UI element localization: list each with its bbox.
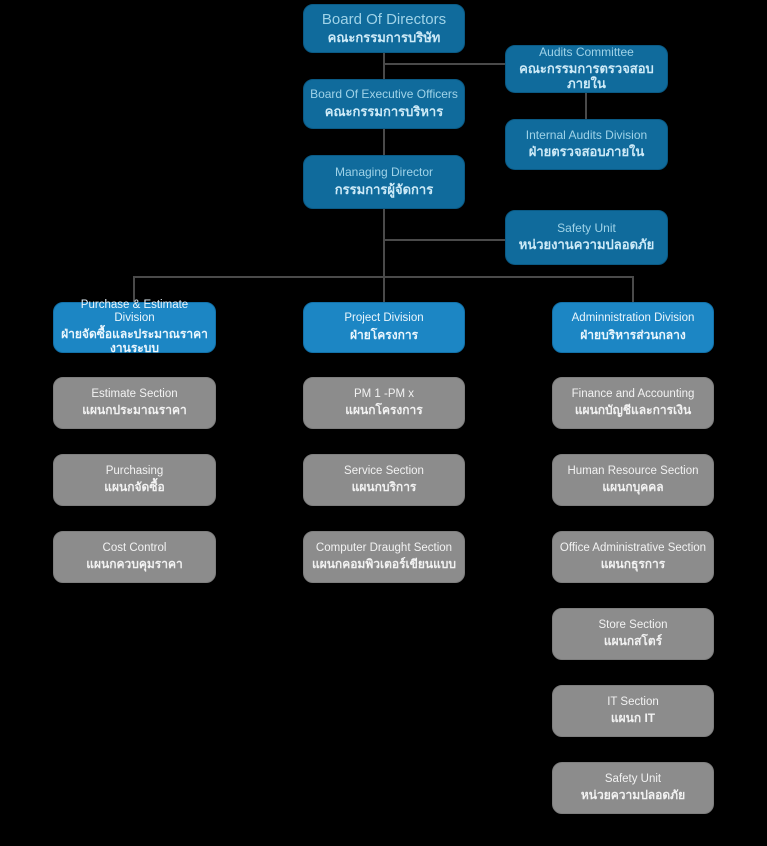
- node-purchasing: Purchasing แผนกจัดซื้อ: [53, 454, 216, 506]
- connector-distribution: [133, 276, 634, 278]
- node-board-of-directors-en: Board Of Directors: [321, 10, 447, 28]
- node-store-section: Store Section แผนกสโตร์: [552, 608, 714, 660]
- node-board-of-directors: Board Of Directors คณะกรรมการบริษัท: [303, 4, 465, 53]
- node-internal-audits-th: ฝ่ายตรวจสอบภายใน: [528, 144, 645, 160]
- node-purchasing-th: แผนกจัดซื้อ: [104, 480, 165, 495]
- node-admin-division-th: ฝ่ายบริหารส่วนกลาง: [580, 327, 686, 342]
- node-finance-accounting: Finance and Accounting แผนกบัญชีและการเง…: [552, 377, 714, 429]
- connector-to-audits-committee: [383, 63, 506, 65]
- node-cost-control: Cost Control แผนกควบคุมราคา: [53, 531, 216, 583]
- node-managing-director-th: กรรมการผู้จัดการ: [334, 181, 434, 197]
- node-it-section-th: แผนก IT: [610, 711, 656, 726]
- node-service-section: Service Section แผนกบริการ: [303, 454, 465, 506]
- node-purchase-division: Purchase & Estimate Division ฝ่ายจัดซื้อ…: [53, 298, 216, 356]
- node-cost-control-th: แผนกควบคุมราคา: [86, 557, 183, 572]
- connector-board-to-exec: [383, 53, 385, 79]
- node-estimate-section: Estimate Section แผนกประมาณราคา: [53, 377, 216, 429]
- node-human-resource-section-th: แผนกบุคคล: [602, 480, 664, 495]
- node-safety-unit-section: Safety Unit หน่วยความปลอดภัย: [552, 762, 714, 814]
- node-project-division-th: ฝ่ายโครงการ: [349, 327, 419, 342]
- node-executive-officers-th: คณะกรรมการบริหาร: [324, 103, 444, 119]
- connector-stub-admin: [632, 276, 634, 302]
- node-safety-unit-section-th: หน่วยความปลอดภัย: [580, 788, 686, 803]
- node-office-admin-section-th: แผนกธุรการ: [600, 557, 666, 572]
- node-admin-division: Adminnistration Division ฝ่ายบริหารส่วนก…: [552, 302, 714, 353]
- node-safety-unit-th: หน่วยงานความปลอดภัย: [518, 237, 655, 253]
- node-project-division: Project Division ฝ่ายโครงการ: [303, 302, 465, 353]
- node-executive-officers-en: Board Of Executive Officers: [310, 87, 458, 102]
- node-project-division-en: Project Division: [344, 312, 424, 325]
- node-safety-unit-en: Safety Unit: [557, 220, 616, 235]
- node-internal-audits-en: Internal Audits Division: [525, 127, 648, 142]
- node-office-admin-section-en: Office Administrative Section: [559, 541, 707, 554]
- node-human-resource-section-en: Human Resource Section: [567, 464, 699, 477]
- node-pm-section-th: แผนกโครงการ: [345, 403, 423, 418]
- node-finance-accounting-en: Finance and Accounting: [571, 387, 695, 400]
- node-service-section-en: Service Section: [344, 464, 424, 477]
- node-managing-director-en: Managing Director: [334, 165, 434, 180]
- node-board-of-directors-th: คณะกรรมการบริษัท: [327, 30, 441, 46]
- node-purchase-division-th: ฝ่ายจัดซื้อและประมาณราคางานระบบ: [61, 327, 208, 356]
- node-managing-director: Managing Director กรรมการผู้จัดการ: [303, 155, 465, 209]
- node-computer-draught-section-th: แผนกคอมพิวเตอร์เขียนแบบ: [311, 557, 457, 572]
- node-service-section-th: แผนกบริการ: [351, 480, 417, 495]
- node-purchase-division-en: Purchase & Estimate Division: [80, 298, 189, 325]
- connector-audits-to-internal: [585, 92, 587, 119]
- node-internal-audits: Internal Audits Division ฝ่ายตรวจสอบภายใ…: [505, 119, 668, 170]
- node-executive-officers: Board Of Executive Officers คณะกรรมการบร…: [303, 79, 465, 129]
- node-audits-committee-th: คณะกรรมการตรวจสอบภายใน: [519, 61, 654, 92]
- node-it-section: IT Section แผนก IT: [552, 685, 714, 737]
- node-computer-draught-section: Computer Draught Section แผนกคอมพิวเตอร์…: [303, 531, 465, 583]
- node-it-section-en: IT Section: [607, 695, 659, 708]
- node-audits-committee-en: Audits Committee: [539, 44, 634, 59]
- node-finance-accounting-th: แผนกบัญชีและการเงิน: [574, 403, 692, 418]
- node-estimate-section-en: Estimate Section: [91, 387, 178, 400]
- node-pm-section-en: PM 1 -PM x: [353, 387, 415, 400]
- node-pm-section: PM 1 -PM x แผนกโครงการ: [303, 377, 465, 429]
- connector-stub-purchase: [133, 276, 135, 302]
- node-estimate-section-th: แผนกประมาณราคา: [82, 403, 187, 418]
- node-cost-control-en: Cost Control: [102, 541, 167, 554]
- node-computer-draught-section-en: Computer Draught Section: [315, 541, 453, 554]
- node-office-admin-section: Office Administrative Section แผนกธุรการ: [552, 531, 714, 583]
- node-audits-committee: Audits Committee คณะกรรมการตรวจสอบภายใน: [505, 45, 668, 93]
- node-human-resource-section: Human Resource Section แผนกบุคคล: [552, 454, 714, 506]
- node-store-section-en: Store Section: [598, 618, 668, 631]
- node-safety-unit-section-en: Safety Unit: [604, 772, 662, 785]
- connector-exec-to-md: [383, 129, 385, 155]
- node-purchasing-en: Purchasing: [105, 464, 164, 477]
- node-store-section-th: แผนกสโตร์: [603, 634, 663, 649]
- node-admin-division-en: Adminnistration Division: [571, 312, 695, 325]
- connector-to-safety-unit: [383, 239, 506, 241]
- node-safety-unit: Safety Unit หน่วยงานความปลอดภัย: [505, 210, 668, 265]
- connector-md-down: [383, 209, 385, 302]
